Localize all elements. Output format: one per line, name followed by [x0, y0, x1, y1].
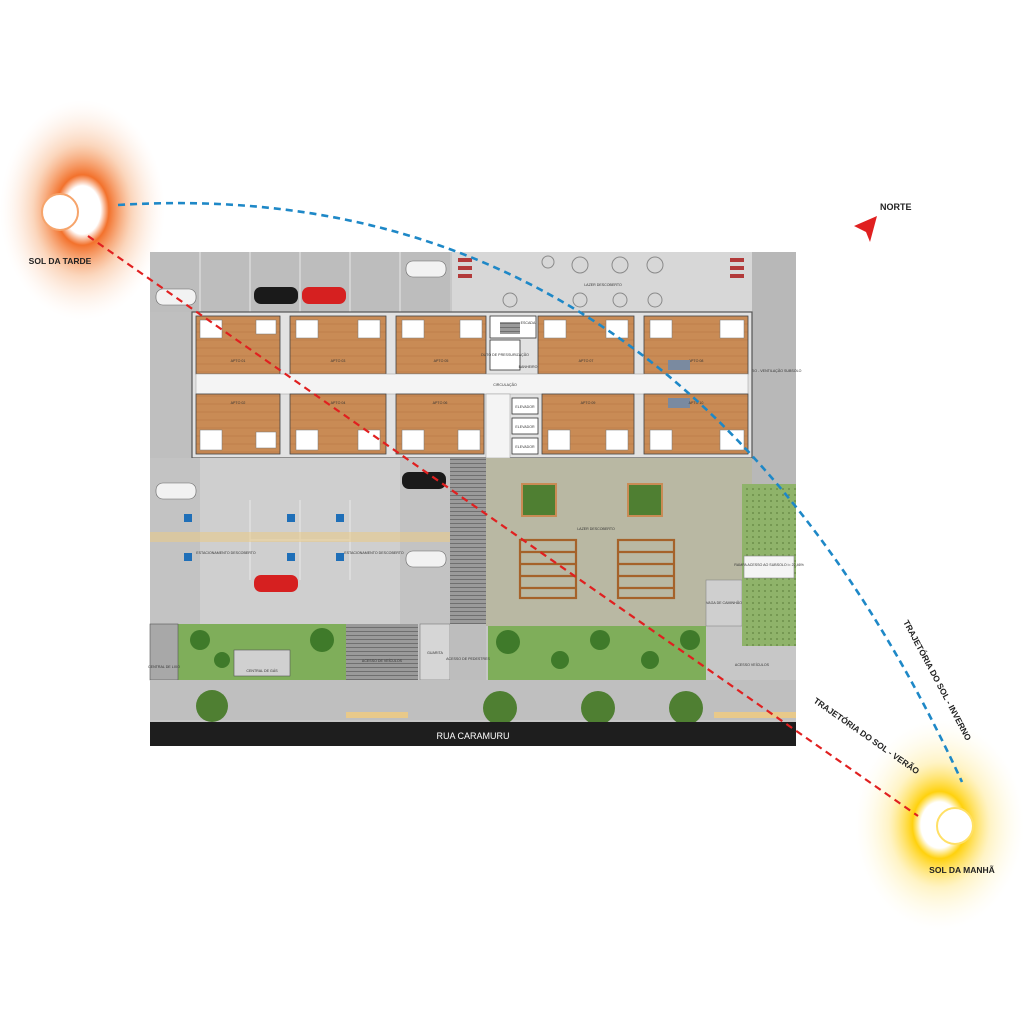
- apt-bottom-3-label: APTO 06: [433, 401, 448, 405]
- apt-top-4-label: APTO 07: [579, 359, 594, 363]
- ramp-label-box: [743, 555, 795, 579]
- elevator-3: [511, 437, 539, 455]
- trash-central: [149, 623, 179, 681]
- apartments-bottom-row: APTO 02 APTO 04 APTO 06 APTO 09 APTO 10: [195, 360, 749, 455]
- cars: [155, 260, 447, 592]
- north-arrow-icon: [854, 216, 877, 242]
- parking-lines-top: [199, 252, 401, 312]
- morning-sun: [855, 720, 1024, 930]
- accessible-parking-icons: [184, 514, 344, 561]
- afternoon-sun: [0, 100, 165, 320]
- parking-left-strip: [150, 312, 192, 458]
- afternoon-sun-disc: [41, 193, 79, 231]
- garden-shrubs: [190, 628, 700, 669]
- gas-central: [233, 649, 291, 677]
- banheiro-label: BANHEIRO: [519, 365, 538, 369]
- corridor-spur: [485, 393, 511, 459]
- apt-bottom-1-label: APTO 02: [231, 401, 246, 405]
- guarita-label: GUARITA: [427, 651, 443, 655]
- north-arrow: NORTE: [854, 202, 912, 242]
- elevator-2-label: ELEVADOR: [515, 425, 535, 429]
- lazer-top-label: LAZER DESCOBERTO: [584, 283, 622, 287]
- vazio-label: VAZIO - VENTILAÇÃO SUBSOLO: [747, 368, 802, 373]
- apt-top-2-label: APTO 03: [331, 359, 346, 363]
- apt-bottom-5-label: APTO 10: [689, 401, 704, 405]
- car-white-4: [405, 550, 447, 568]
- winter-sun-path: [117, 201, 964, 783]
- apt-top-5-label: APTO 08: [689, 359, 704, 363]
- curb-cut-right: [714, 712, 796, 718]
- estacionamento-left-label: ESTACIONAMENTO DESCOBERTO: [196, 551, 256, 555]
- truck-bay: [705, 579, 743, 627]
- pedestrian-access: [450, 624, 486, 680]
- apartments-top-row: APTO 01 APTO 03 APTO 05 APTO 07 APTO 08: [195, 315, 749, 375]
- shaft: [489, 339, 521, 371]
- building-core: ESCADA DUTO DE PRESSURIZAÇÃO BANHEIRO EL…: [481, 315, 539, 455]
- vehicle-access: [346, 624, 418, 680]
- afternoon-sun-glow: [0, 100, 165, 320]
- curb-cut-left: [346, 712, 408, 718]
- street: [150, 722, 796, 746]
- stair-treads: [500, 322, 520, 334]
- parking-drive-marking: [150, 532, 450, 542]
- elevator-3-label: ELEVADOR: [515, 445, 535, 449]
- acesso-pedestres-label: ACESSO DE PEDESTRES: [446, 657, 490, 661]
- car-black-1: [254, 287, 298, 304]
- car-black-2: [402, 472, 446, 489]
- lazer-top-loungers: [458, 258, 744, 278]
- street-trees: [196, 690, 703, 725]
- pergolas: [518, 538, 676, 600]
- morning-sun-label: SOL DA MANHÃ: [929, 865, 995, 875]
- vaga-label: VAGA DE CAMINHÃO: [706, 600, 742, 605]
- apt-top-3-label: APTO 05: [434, 359, 449, 363]
- car-white-2: [155, 288, 197, 306]
- estacionamento-right-label: ESTACIONAMENTO DESCOBERTO: [344, 551, 404, 555]
- street-label: RUA CARAMURU: [436, 731, 509, 741]
- circulacao-label: CIRCULAÇÃO: [493, 382, 517, 387]
- escada-label: ESCADA: [521, 321, 536, 325]
- ventilation-void: [752, 252, 796, 484]
- elevator-1: [511, 397, 539, 415]
- summer-sun-path: [87, 235, 919, 817]
- acesso-veiculos-label: ACESSO DE VEÍCULOS: [362, 659, 403, 663]
- pedestrian-steps: [450, 458, 486, 624]
- shaft-label: DUTO DE PRESSURIZAÇÃO: [481, 352, 529, 357]
- elevator-2: [511, 417, 539, 435]
- north-label: NORTE: [880, 202, 912, 212]
- courtyard-planters: [521, 483, 663, 517]
- apt-bottom-4-label: APTO 09: [581, 401, 596, 405]
- central-lixo-label: CENTRAL DE LIXO: [148, 665, 180, 669]
- elevator-1-label: ELEVADOR: [515, 405, 535, 409]
- car-white-3: [155, 482, 197, 500]
- morning-sun-disc: [936, 807, 974, 845]
- apt-top-1-label: APTO 01: [231, 359, 246, 363]
- lazer-top-area: [452, 252, 752, 312]
- circulation-corridor: [195, 373, 749, 395]
- guardhouse: [419, 623, 451, 681]
- acesso-direita-label: ACESSO VEÍCULOS: [735, 663, 770, 667]
- car-red-1: [302, 287, 346, 304]
- lazer-top-furniture: [502, 255, 664, 308]
- car-white-1: [405, 260, 447, 278]
- apt-bottom-2-label: APTO 04: [331, 401, 346, 405]
- afternoon-sun-label: SOL DA TARDE: [29, 256, 92, 266]
- car-red-2: [254, 575, 298, 592]
- central-gas-label: CENTRAL DE GÁS: [246, 669, 278, 673]
- rampa-label: RAMPA ACESSO AO SUBSOLO i= 22,46%: [734, 563, 804, 567]
- lazer-main-label: LAZER DESCOBERTO: [577, 527, 615, 531]
